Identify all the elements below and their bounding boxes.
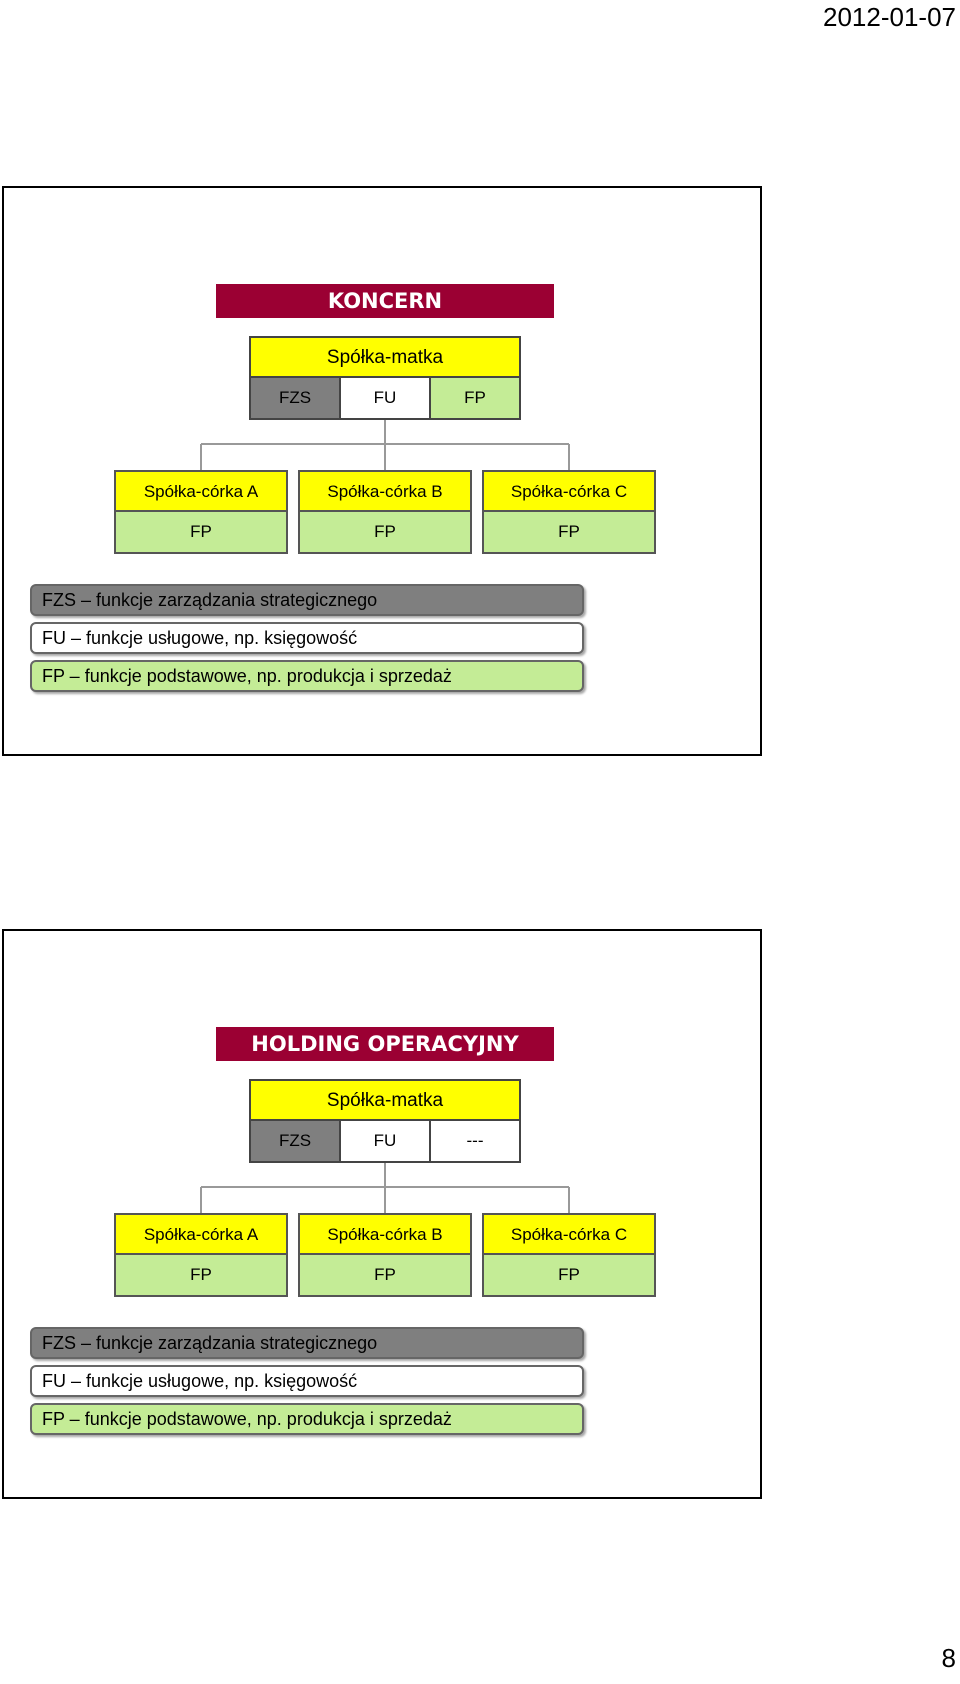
daughter-function: FP <box>300 512 470 552</box>
parent-function-fu: FU <box>339 1121 429 1161</box>
parent-company-box: Spółka-matka FZS FU --- <box>249 1079 521 1163</box>
daughter-company-b: Spółka-córka B FP <box>298 470 472 554</box>
daughter-name: Spółka-córka A <box>116 472 286 512</box>
page-number: 8 <box>941 1643 956 1673</box>
daughter-company-b: Spółka-córka B FP <box>298 1213 472 1297</box>
page-date: 2012-01-07 <box>823 2 956 32</box>
daughter-function: FP <box>116 512 286 552</box>
slide-holding-operacyjny: HOLDING OPERACYJNY Spółka-matka FZS FU -… <box>2 929 762 1499</box>
daughter-company-c: Spółka-córka C FP <box>482 470 656 554</box>
legend-fzs: FZS – funkcje zarządzania strategicznego <box>30 1327 584 1359</box>
legend-fp: FP – funkcje podstawowe, np. produkcja i… <box>30 660 584 692</box>
parent-company-box: Spółka-matka FZS FU FP <box>249 336 521 420</box>
parent-company-name: Spółka-matka <box>251 338 519 378</box>
legend-fzs: FZS – funkcje zarządzania strategicznego <box>30 584 584 616</box>
daughter-function: FP <box>116 1255 286 1295</box>
org-connectors <box>200 1163 570 1213</box>
legend-fu: FU – funkcje usługowe, np. księgowość <box>30 622 584 654</box>
legend-fp: FP – funkcje podstawowe, np. produkcja i… <box>30 1403 584 1435</box>
parent-functions: FZS FU --- <box>251 1121 519 1161</box>
daughter-company-a: Spółka-córka A FP <box>114 1213 288 1297</box>
parent-functions: FZS FU FP <box>251 378 519 418</box>
daughter-function: FP <box>484 1255 654 1295</box>
legend-fu: FU – funkcje usługowe, np. księgowość <box>30 1365 584 1397</box>
daughter-function: FP <box>300 1255 470 1295</box>
slide-title: HOLDING OPERACYJNY <box>216 1027 554 1061</box>
daughter-function: FP <box>484 512 654 552</box>
parent-function-fu: FU <box>339 378 429 418</box>
daughter-company-c: Spółka-córka C FP <box>482 1213 656 1297</box>
parent-function-fzs: FZS <box>251 378 339 418</box>
parent-company-name: Spółka-matka <box>251 1081 519 1121</box>
daughter-name: Spółka-córka A <box>116 1215 286 1255</box>
slide-title: KONCERN <box>216 284 554 318</box>
org-connectors <box>200 420 570 470</box>
parent-function-none: --- <box>429 1121 519 1161</box>
daughter-name: Spółka-córka C <box>484 1215 654 1255</box>
slide-koncern: KONCERN Spółka-matka FZS FU FP Spółka-có… <box>2 186 762 756</box>
daughter-company-a: Spółka-córka A FP <box>114 470 288 554</box>
daughter-name: Spółka-córka B <box>300 472 470 512</box>
daughter-name: Spółka-córka B <box>300 1215 470 1255</box>
parent-function-fzs: FZS <box>251 1121 339 1161</box>
parent-function-fp: FP <box>429 378 519 418</box>
daughter-name: Spółka-córka C <box>484 472 654 512</box>
